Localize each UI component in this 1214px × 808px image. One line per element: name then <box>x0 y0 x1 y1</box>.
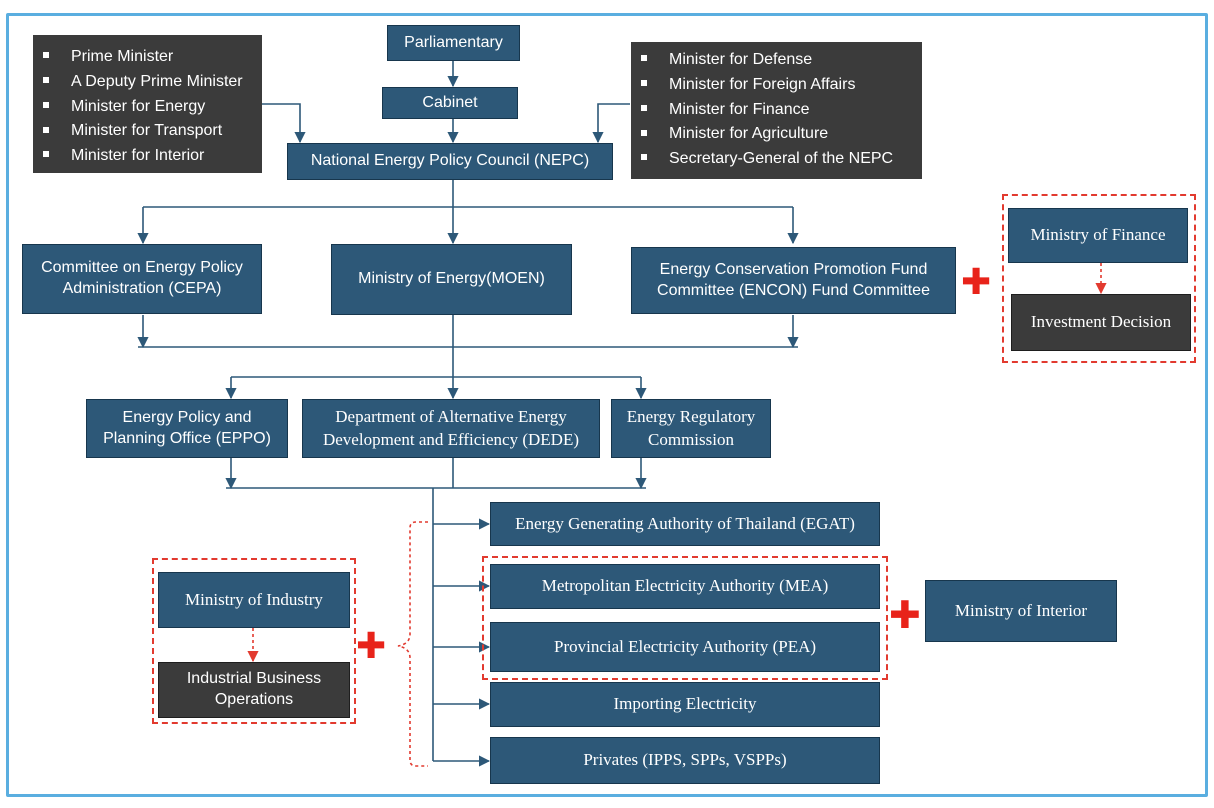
importing-box: Importing Electricity <box>490 682 880 727</box>
investment-decision-box: Investment Decision <box>1011 294 1191 351</box>
industrial-operations-label: Industrial Business Operations <box>186 670 322 708</box>
list-item: Prime Minister <box>33 45 262 70</box>
privates-box: Privates (IPPS, SPPs, VSPPs) <box>490 737 880 784</box>
ministry-of-interior-box: Ministry of Interior <box>925 580 1117 642</box>
ministry-of-finance-box: Ministry of Finance <box>1008 208 1188 263</box>
pea-label: Provincial Electricity Authority (PEA) <box>553 636 817 656</box>
list-item: A Deputy Prime Minister <box>33 70 262 95</box>
list-item: Minister for Energy <box>33 95 262 120</box>
finance-group <box>1002 194 1196 363</box>
plus-icon: ✚ <box>889 596 921 634</box>
parliamentary-label: Parliamentary <box>404 33 503 51</box>
member-label: Secretary-General of the NEPC <box>669 150 894 168</box>
investment-decision-label: Investment Decision <box>1030 312 1172 332</box>
member-label: Prime Minister <box>71 48 174 65</box>
plus-symbol: ✚ <box>356 626 387 667</box>
bullet-icon <box>641 129 647 136</box>
plus-icon: ✚ <box>961 265 991 301</box>
ministry-of-finance-label: Ministry of Finance <box>1030 225 1166 245</box>
list-item: Minister for Defense <box>631 48 922 73</box>
list-item: Minister for Foreign Affairs <box>631 73 922 98</box>
ministry-of-industry-box: Ministry of Industry <box>158 572 350 628</box>
moen-label: Ministry of Energy(MOEN) <box>358 270 545 288</box>
egat-label: Energy Generating Authority of Thailand … <box>515 513 855 533</box>
encon-box: Energy Conservation Promotion Fund Commi… <box>631 247 956 314</box>
ministry-of-interior-label: Ministry of Interior <box>954 600 1088 620</box>
eppo-label: Energy Policy and Planning Office (EPPO) <box>103 408 271 447</box>
left-members-list: Prime Minister A Deputy Prime Minister M… <box>33 35 262 173</box>
outer-frame <box>6 13 1208 797</box>
cepa-label: Committee on Energy Policy Administratio… <box>41 259 243 297</box>
plus-icon: ✚ <box>356 629 386 665</box>
erc-label: Energy Regulatory Commission <box>626 407 756 449</box>
bullet-icon <box>641 104 647 111</box>
plus-symbol: ✚ <box>961 262 992 303</box>
bullet-icon <box>43 77 49 84</box>
member-label: Minister for Interior <box>71 147 205 165</box>
importing-label: Importing Electricity <box>613 694 757 714</box>
plus-symbol: ✚ <box>889 593 921 637</box>
pea-box: Provincial Electricity Authority (PEA) <box>490 622 880 672</box>
nepc-label: National Energy Policy Council (NEPC) <box>310 152 590 170</box>
nepc-box: National Energy Policy Council (NEPC) <box>287 143 613 180</box>
bullet-icon <box>641 55 647 62</box>
privates-label: Privates (IPPS, SPPs, VSPPs) <box>583 750 787 770</box>
right-members-list: Minister for Defense Minister for Foreig… <box>631 42 922 179</box>
bullet-icon <box>43 151 49 158</box>
member-label: Minister for Finance <box>669 100 810 118</box>
mea-label: Metropolitan Electricity Authority (MEA) <box>541 576 829 596</box>
member-label: Minister for Agriculture <box>669 125 829 143</box>
list-item: Minister for Finance <box>631 98 922 123</box>
bullet-icon <box>43 101 49 108</box>
dede-label: Department of Alternative Energy Develop… <box>322 407 579 449</box>
parliamentary-box: Parliamentary <box>387 25 520 61</box>
member-label: A Deputy Prime Minister <box>71 72 243 90</box>
eppo-box: Energy Policy and Planning Office (EPPO) <box>86 399 288 458</box>
ministry-of-industry-label: Ministry of Industry <box>185 589 323 609</box>
encon-label: Energy Conservation Promotion Fund Commi… <box>657 260 930 299</box>
list-item: Secretary-General of the NEPC <box>631 147 922 172</box>
list-item: Minister for Transport <box>33 119 262 144</box>
member-label: Minister for Transport <box>71 122 223 140</box>
cabinet-box: Cabinet <box>382 87 518 119</box>
cabinet-label: Cabinet <box>422 93 478 111</box>
industry-group <box>152 558 356 724</box>
list-item: Minister for Agriculture <box>631 122 922 147</box>
erc-box: Energy Regulatory Commission <box>611 399 771 458</box>
mea-box: Metropolitan Electricity Authority (MEA) <box>490 564 880 609</box>
dede-box: Department of Alternative Energy Develop… <box>302 399 600 458</box>
mea-pea-group <box>482 556 888 680</box>
member-label: Minister for Foreign Affairs <box>669 75 856 93</box>
egat-box: Energy Generating Authority of Thailand … <box>490 502 880 546</box>
member-label: Minister for Energy <box>71 97 206 115</box>
bullet-icon <box>43 52 49 59</box>
bullet-icon <box>641 80 647 87</box>
bullet-icon <box>641 154 647 161</box>
industrial-operations-box: Industrial Business Operations <box>158 662 350 718</box>
bullet-icon <box>43 126 49 133</box>
moen-box: Ministry of Energy(MOEN) <box>331 244 572 315</box>
list-item: Minister for Interior <box>33 144 262 169</box>
member-label: Minister for Defense <box>669 51 813 68</box>
cepa-box: Committee on Energy Policy Administratio… <box>22 244 262 314</box>
